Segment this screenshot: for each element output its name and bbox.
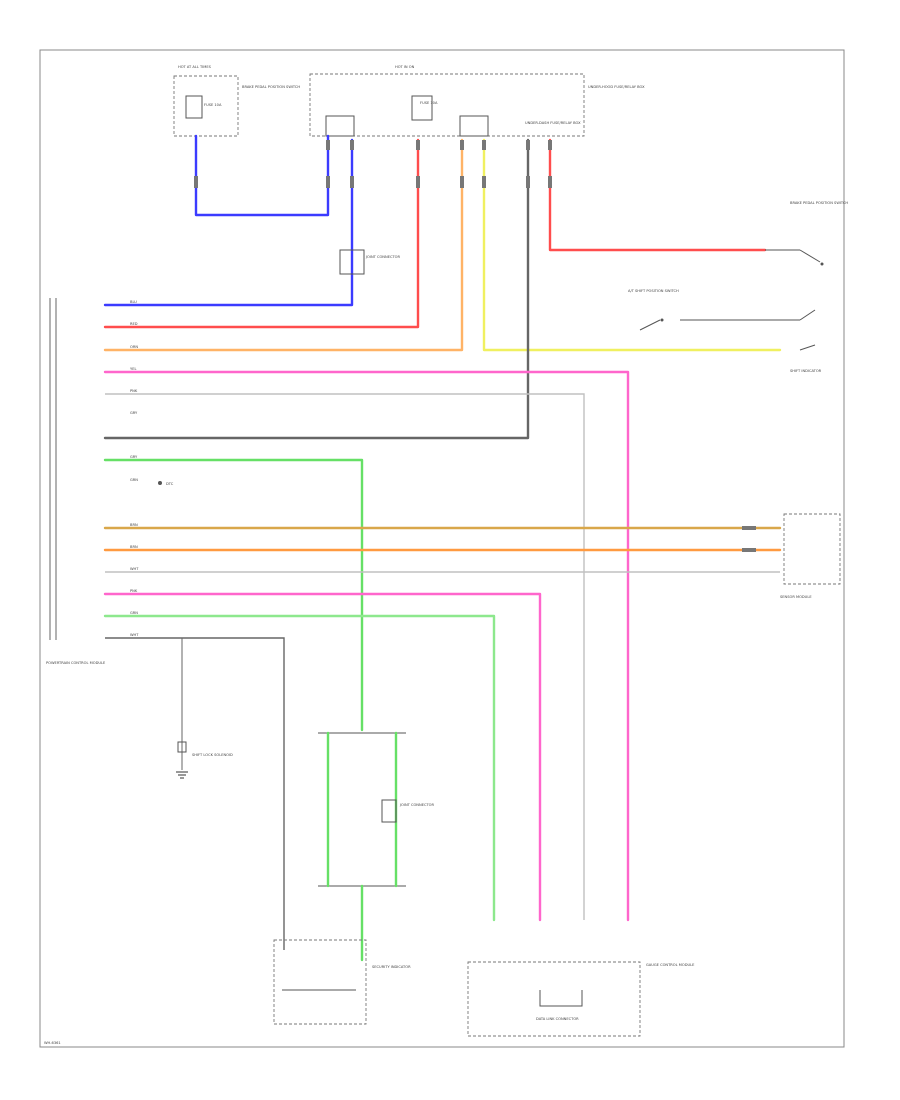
pcm-pin-2: RED	[130, 322, 138, 326]
wire-orange	[103, 138, 464, 352]
fuse-hot-all-times: HOT AT ALL TIMES FUSE 10A BRAKE PEDAL PO…	[173, 65, 300, 137]
shift-indicator-label: SHIFT INDICATOR	[790, 369, 822, 373]
pcm-pin-16: GRN	[130, 611, 138, 615]
fuse-top-label: HOT AT ALL TIMES	[178, 65, 212, 69]
wire-pink-lower	[103, 592, 542, 922]
pcm-pin-3: ORN	[130, 345, 138, 349]
data-link-label: DATA LINK CONNECTOR	[536, 1017, 579, 1021]
wire-red-right	[548, 138, 767, 252]
diagram-frame	[39, 49, 845, 1048]
pcm-pin-14: WHT	[130, 567, 139, 571]
fuse-box-sub: UNDER-DASH FUSE/RELAY BOX	[525, 121, 581, 125]
dtc-indicator: DTC	[158, 481, 174, 486]
wire-blue	[194, 134, 330, 217]
brake-switch-label: BRAKE PEDAL POSITION SWITCH	[242, 85, 300, 89]
security-indicator: SECURITY INDICATOR	[273, 939, 411, 1025]
pcm-pin-8: GRY	[130, 455, 138, 459]
sensor-right-label: SENSOR MODULE	[780, 595, 812, 599]
gauge-control-module: DATA LINK CONNECTOR GAUGE CONTROL MODULE	[467, 961, 695, 1037]
pcm-pin-9: GRN	[130, 478, 138, 482]
fuse-num-label: FUSE 10A	[204, 103, 222, 107]
footer-code: WH-6361	[44, 1041, 61, 1045]
brake-switch-right: BRAKE PEDAL POSITION SWITCH	[765, 201, 848, 266]
pcm-connector: POWERTRAIN CONTROL MODULE	[46, 298, 106, 665]
pcm-pin-5: PNK	[130, 389, 138, 393]
at-shift-label: A/T SHIFT POSITION SWITCH	[628, 289, 679, 293]
wire-red	[103, 138, 420, 329]
pcm-pin-12: BRN	[130, 523, 138, 527]
fuse-relay-box: HOT IN ON FUSE 10A UNDER-HOOD FUSE/RELAY…	[309, 65, 645, 137]
wire-green-mid	[103, 458, 364, 732]
wire-blue-main	[103, 138, 354, 307]
joint-connector-top: JOINT CONNECTOR	[339, 249, 400, 275]
jc-mid-label: JOINT CONNECTOR	[399, 803, 434, 807]
connector-markers-top	[194, 140, 552, 188]
fuse-box-label: HOT IN ON	[395, 65, 415, 69]
pcm-pin-labels: BLU RED ORN YEL PNK GRY GRY GRN BRN BRN WHT PNK GRN W…	[130, 300, 139, 637]
dtc-label: DTC	[166, 482, 174, 486]
gauge-label: GAUGE CONTROL MODULE	[646, 963, 695, 967]
security-label: SECURITY INDICATOR	[372, 965, 411, 969]
wire-green-lower	[103, 614, 496, 922]
pcm-pin-4: YEL	[130, 367, 136, 371]
sensor-module-right: SENSOR MODULE	[742, 513, 841, 599]
wire-yellow	[482, 138, 782, 352]
pcm-pin-6: GRY	[130, 411, 138, 415]
pcm-pin-15: PNK	[130, 589, 138, 593]
jc-top-label: JOINT CONNECTOR	[365, 255, 400, 259]
joint-connector-mid: JOINT CONNECTOR	[318, 731, 434, 962]
fuse-num2-label: FUSE 10A	[420, 101, 438, 105]
left-ground-branch: SHIFT LOCK SOLENOID	[176, 638, 233, 779]
pcm-pin-1: BLU	[130, 300, 137, 304]
wire-gray-dark	[103, 138, 530, 440]
at-shift-switch: A/T SHIFT POSITION SWITCH SHIFT INDICATO…	[628, 289, 822, 373]
pcm-pin-17: WHT	[130, 633, 139, 637]
brake-right-label: BRAKE PEDAL POSITION SWITCH	[790, 201, 848, 205]
shift-lock-label: SHIFT LOCK SOLENOID	[192, 753, 233, 757]
pcm-label: POWERTRAIN CONTROL MODULE	[46, 661, 106, 665]
wire-pink-upper	[103, 370, 630, 922]
fuse-right-label: UNDER-HOOD FUSE/RELAY BOX	[588, 85, 645, 89]
wire-black-lower	[105, 637, 285, 950]
pcm-pin-13: BRN	[130, 545, 138, 549]
wire-lightgray	[105, 393, 585, 920]
